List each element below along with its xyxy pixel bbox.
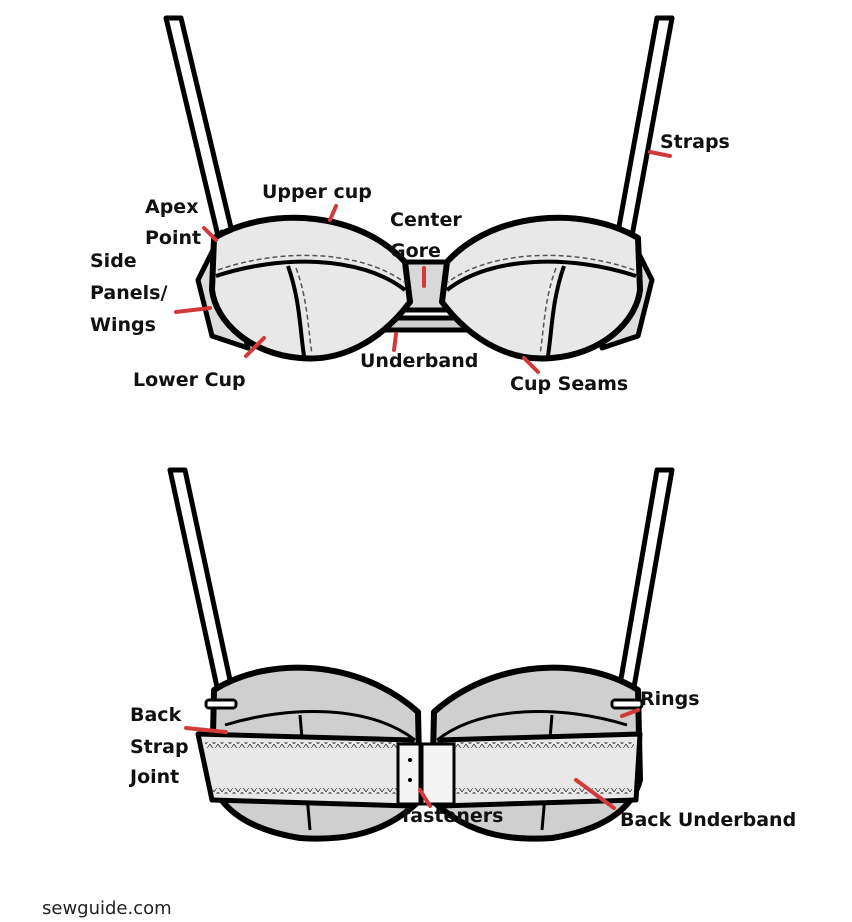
label-cup-seams: Cup Seams	[510, 373, 629, 395]
label-back-strap-joint-3: Joint	[130, 766, 180, 788]
label-back-strap-joint-1: Back	[130, 704, 182, 726]
label-fasteners: fasteners	[402, 805, 504, 827]
pointer-back-strap-joint	[184, 726, 228, 734]
label-straps: Straps	[660, 131, 730, 153]
pointer-apex	[202, 226, 218, 242]
credit-text: sewguide.com	[42, 898, 172, 919]
right-cup	[439, 214, 643, 362]
pointer-straps	[648, 150, 672, 158]
pointer-side-panels	[174, 306, 212, 314]
right-strap	[615, 15, 675, 239]
label-back-underband: Back Underband	[620, 809, 797, 831]
label-back-strap-joint-2: Strap	[130, 736, 189, 758]
front-pointers	[174, 150, 672, 374]
left-cup	[209, 214, 413, 362]
pointer-cup-seams	[522, 356, 540, 374]
label-apex-2: Point	[145, 227, 202, 249]
front-bra	[163, 15, 675, 374]
pointer-underband	[392, 332, 398, 352]
back-right-strap	[613, 467, 675, 713]
fasteners-eyes	[420, 742, 456, 806]
label-apex-1: Apex	[145, 196, 199, 218]
back-pointers	[184, 708, 640, 810]
label-side-panels-1: Side	[90, 250, 137, 272]
left-ring	[204, 698, 238, 710]
label-underband: Underband	[360, 350, 479, 372]
label-rings: Rings	[640, 688, 700, 710]
fasteners-hooks	[396, 742, 422, 806]
left-cup-seam	[286, 265, 306, 357]
back-bra	[167, 467, 675, 842]
pointer-upper-cup	[328, 204, 338, 222]
label-center-gore-1: Center	[390, 209, 462, 231]
label-side-panels-3: Wings	[90, 314, 156, 336]
back-left-strap	[167, 467, 239, 713]
label-center-gore-2: Gore	[390, 240, 441, 262]
pointer-rings	[620, 708, 640, 718]
right-ring	[610, 698, 644, 710]
pointer-lower-cup	[244, 336, 266, 358]
pointer-back-underband	[574, 778, 616, 810]
label-upper-cup: Upper cup	[262, 181, 372, 203]
label-lower-cup: Lower Cup	[133, 369, 246, 391]
label-side-panels-2: Panels/	[90, 282, 168, 304]
pointer-fasteners	[418, 788, 432, 808]
